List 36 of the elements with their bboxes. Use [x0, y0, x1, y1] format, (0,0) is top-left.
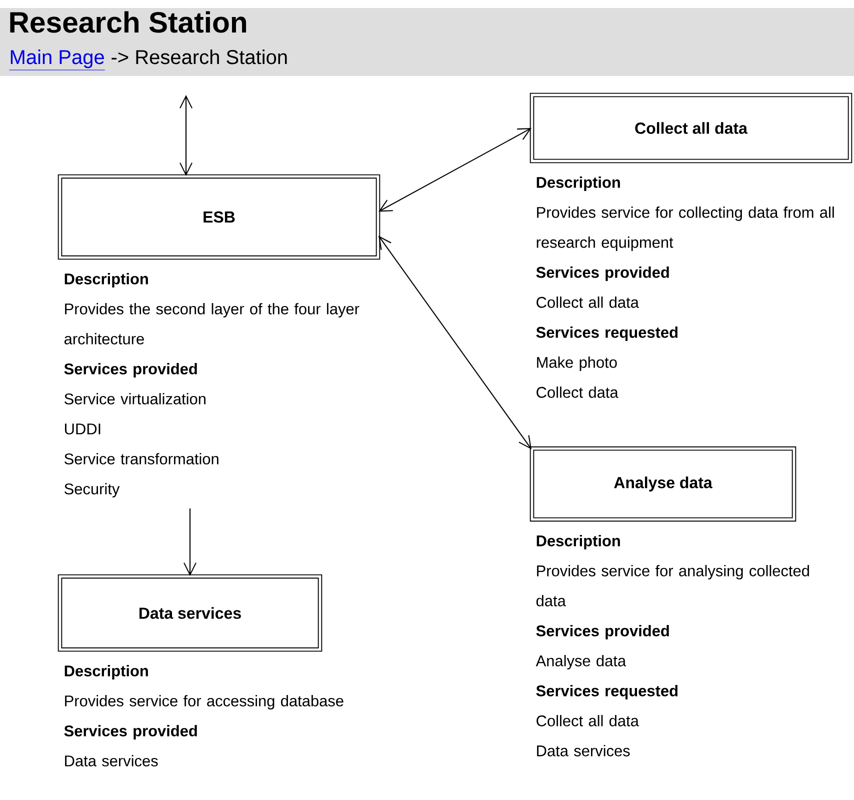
section-heading: Services requested: [536, 326, 678, 341]
component-box: Data services: [58, 574, 322, 652]
arrow: [378, 236, 532, 450]
section-heading: Services provided: [64, 725, 197, 740]
arrow: [184, 508, 196, 576]
body-text: Service transformation: [64, 453, 218, 464]
body-text: Data services: [537, 744, 630, 756]
section-heading: Description: [64, 665, 148, 680]
body-text: Make photo: [537, 356, 617, 371]
breadcrumb-text: -> Research Station: [112, 50, 287, 64]
arrow: [180, 95, 192, 176]
section-heading: Description: [536, 176, 620, 191]
body-text: UDDI: [65, 424, 100, 434]
body-text: Collect all data: [536, 714, 639, 726]
section-heading: Services provided: [536, 625, 669, 640]
body-text: Collect data: [536, 386, 618, 398]
component-box: ESB: [58, 174, 380, 260]
body-text: Provides service for collecting data from all research equipment: [536, 206, 834, 251]
page-title: Research Station: [10, 11, 246, 33]
body-text: Provides service for analysing collected data: [536, 565, 809, 606]
section-heading: Description: [536, 535, 620, 550]
section-heading: Services provided: [536, 266, 669, 281]
section-heading: Services provided: [64, 363, 197, 378]
section-heading: Services requested: [536, 684, 678, 700]
section-heading: Description: [64, 273, 148, 288]
body-text: Security: [64, 483, 120, 498]
body-text: Collect all data: [536, 296, 639, 308]
arrow: [378, 128, 532, 212]
body-text: Provides the second layer of the four layer architecture: [64, 303, 360, 344]
body-text: Service virtualization: [64, 393, 206, 404]
body-text: Data services: [65, 755, 158, 766]
breadcrumb-link: Main Page: [9, 50, 106, 70]
component-box: Analyse data: [530, 446, 796, 522]
body-text: Provides service for accessing database: [65, 695, 344, 710]
body-text: Analyse data: [536, 654, 626, 670]
component-box: Collect all data: [530, 92, 852, 164]
